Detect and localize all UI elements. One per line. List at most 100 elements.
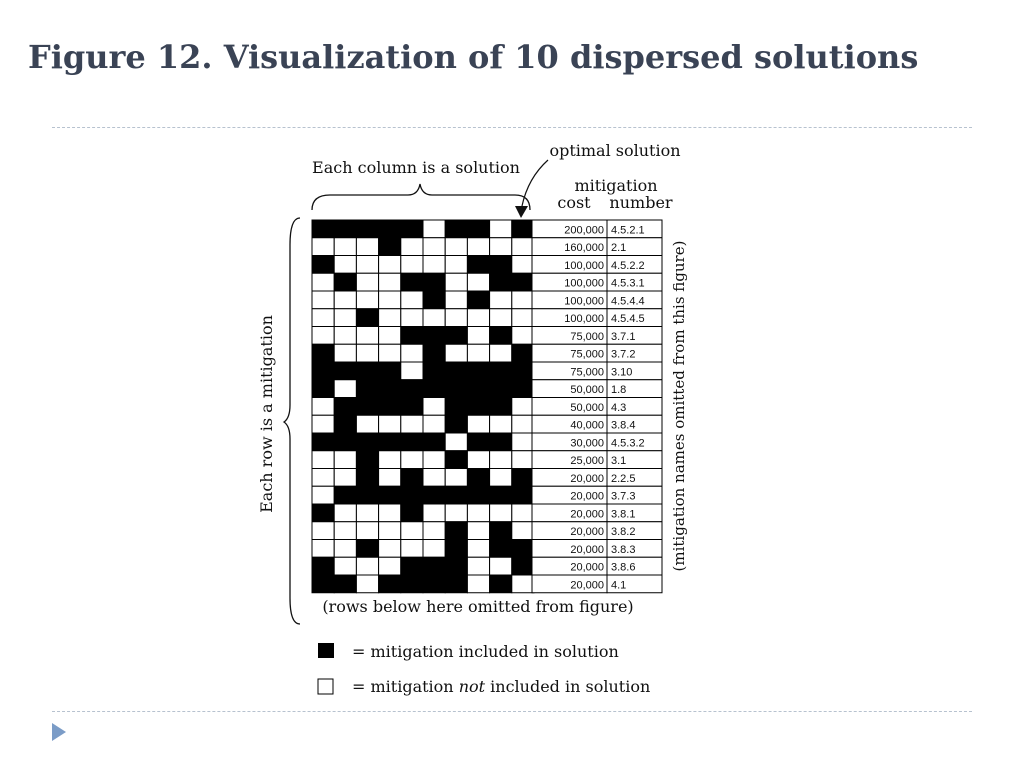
cost-value: 40,000: [570, 420, 604, 432]
grid-cell-excluded: [422, 414, 446, 434]
next-slide-arrow-icon[interactable]: [52, 723, 66, 741]
optimal-solution-label: optimal solution: [549, 141, 680, 160]
grid-cell-excluded: [311, 521, 335, 540]
grid-cell-excluded: [378, 290, 402, 310]
grid-cell-excluded: [333, 503, 357, 523]
grid-cell-excluded: [511, 290, 535, 310]
grid-cell-excluded: [466, 450, 491, 469]
grid-cell-excluded: [489, 414, 513, 434]
grid-cell-excluded: [333, 556, 357, 576]
grid-cell-excluded: [378, 272, 402, 292]
legend-empty-swatch: [317, 678, 334, 695]
grid-cell-included: [466, 432, 491, 452]
grid-cell-included: [444, 521, 468, 540]
grid-cell-included: [511, 485, 535, 505]
grid-cell-excluded: [311, 272, 335, 292]
number-cell: [606, 574, 663, 594]
grid-cell-excluded: [355, 574, 380, 594]
grid-cell-included: [511, 219, 535, 239]
grid-cell-excluded: [489, 468, 513, 487]
grid-cell-included: [444, 379, 468, 398]
grid-cell-included: [466, 290, 491, 310]
grid-cell-included: [355, 485, 380, 505]
cost-header: cost: [557, 193, 591, 212]
grid-cell-included: [511, 539, 535, 558]
grid-cell-included: [489, 432, 513, 452]
cost-value: 50,000: [570, 384, 604, 396]
grid-cell-included: [444, 397, 468, 416]
grid-cell-included: [422, 326, 446, 345]
grid-cell-included: [466, 219, 491, 239]
grid-cell-included: [355, 308, 380, 327]
grid-cell-excluded: [355, 272, 380, 292]
grid-cell-excluded: [378, 539, 402, 558]
grid-cell-excluded: [466, 272, 491, 292]
grid-cell-included: [422, 361, 446, 381]
grid-cell-included: [511, 556, 535, 576]
grid-cell-excluded: [422, 308, 446, 327]
mitigation-number: 4.5.2.2: [611, 260, 645, 272]
grid-cell-included: [311, 343, 335, 363]
grid-cell-excluded: [466, 503, 491, 523]
cost-value: 20,000: [570, 579, 604, 591]
rows-omitted-note: (rows below here omitted from figure): [322, 597, 633, 616]
cost-value: 100,000: [564, 278, 604, 290]
grid-cell-included: [444, 450, 468, 469]
grid-cell-excluded: [511, 450, 535, 469]
grid-cell-excluded: [333, 450, 357, 469]
grid-cell-excluded: [422, 468, 446, 487]
grid-cell-included: [489, 326, 513, 345]
grid-cell-included: [466, 361, 491, 381]
grid-cell-included: [333, 219, 357, 239]
grid-cell-excluded: [333, 308, 357, 327]
grid-cell-excluded: [422, 450, 446, 469]
grid-cell-included: [511, 343, 535, 363]
grid-cell-included: [333, 432, 357, 452]
cost-value: 100,000: [564, 313, 604, 325]
grid-cell-included: [311, 432, 335, 452]
grid-cell-included: [378, 379, 402, 398]
grid-cell-included: [311, 556, 335, 576]
grid-cell-excluded: [333, 255, 357, 274]
grid-cell-excluded: [400, 290, 424, 310]
grid-cell-excluded: [511, 574, 535, 594]
grid-cell-excluded: [311, 397, 335, 416]
grid-cell-excluded: [355, 414, 380, 434]
grid-cell-excluded: [311, 290, 335, 310]
grid-cell-included: [466, 379, 491, 398]
footer-divider: [52, 711, 972, 712]
grid-cell-excluded: [489, 219, 513, 239]
grid-cell-included: [489, 521, 513, 540]
grid-cell-included: [378, 485, 402, 505]
grid-cell-excluded: [355, 343, 380, 363]
grid-cell-excluded: [422, 503, 446, 523]
cost-value: 75,000: [570, 349, 604, 361]
grid-cell-excluded: [333, 468, 357, 487]
mitigation-number: 3.10: [611, 366, 632, 378]
grid-cell-included: [400, 272, 424, 292]
grid-cell-included: [378, 361, 402, 381]
mitigation-number: 3.8.6: [611, 562, 635, 574]
mitigation-number: 3.7.3: [611, 491, 635, 503]
grid-cell-excluded: [378, 556, 402, 576]
grid-cell-included: [400, 219, 424, 239]
grid-cell-excluded: [311, 539, 335, 558]
grid-cell-excluded: [511, 308, 535, 327]
grid-cell-included: [333, 397, 357, 416]
grid-cell-included: [489, 397, 513, 416]
grid-cell-included: [355, 432, 380, 452]
grid-cell-excluded: [444, 255, 468, 274]
grid-cell-excluded: [355, 290, 380, 310]
legend-included-label: = mitigation included in solution: [352, 642, 619, 661]
grid-cell-included: [422, 343, 446, 363]
cost-value: 100,000: [564, 260, 604, 272]
grid-cell-excluded: [355, 556, 380, 576]
grid-cell-included: [422, 574, 446, 594]
grid-cell-included: [489, 574, 513, 594]
grid-cell-included: [311, 503, 335, 523]
grid-cell-included: [489, 361, 513, 381]
grid-cell-excluded: [333, 343, 357, 363]
grid-cell-excluded: [444, 468, 468, 487]
grid-cell-included: [422, 272, 446, 292]
grid-cell-excluded: [311, 468, 335, 487]
